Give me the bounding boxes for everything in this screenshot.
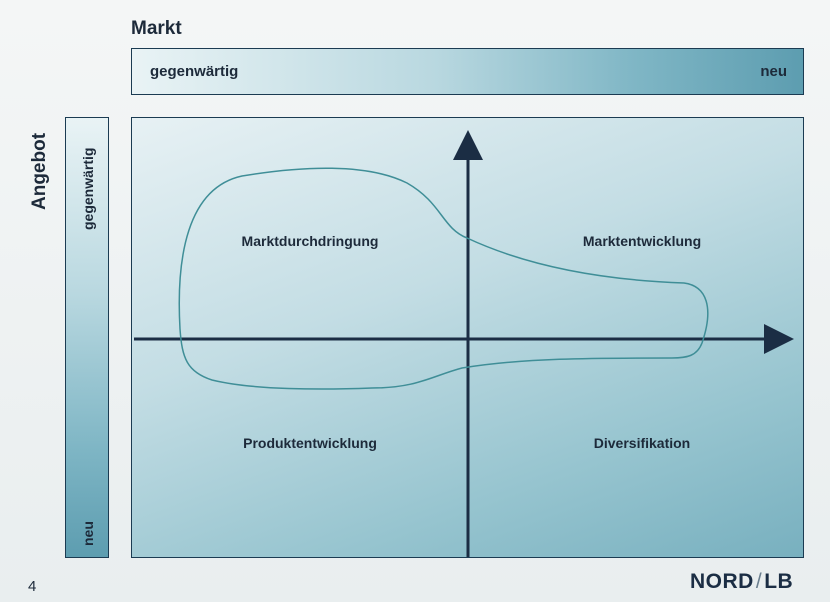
- offer-current-label: gegenwärtig: [80, 147, 96, 230]
- page-number: 4: [28, 578, 37, 595]
- logo-slash: /: [755, 570, 763, 593]
- quadrant-market-development: Marktentwicklung: [582, 233, 702, 249]
- market-axis-title: Markt: [131, 18, 182, 39]
- quadrant-market-penetration: Marktdurchdringung: [241, 233, 379, 249]
- nord-lb-logo: NORD/LB: [690, 570, 793, 594]
- market-scale-bar: gegenwärtig neu: [131, 48, 804, 95]
- market-current-label: gegenwärtig: [150, 63, 239, 80]
- logo-text-lb: LB: [764, 570, 794, 593]
- focus-area-outline: [178, 167, 709, 390]
- offer-axis-title: Angebot: [29, 132, 50, 210]
- offer-scale-bar: gegenwärtig neu: [65, 117, 109, 558]
- logo-text-nord: NORD: [690, 570, 754, 593]
- matrix-graphics: [134, 130, 794, 557]
- quadrant-product-development: Produktentwicklung: [243, 435, 377, 451]
- market-new-label: neu: [760, 63, 787, 80]
- offer-new-label: neu: [80, 521, 96, 546]
- ansoff-matrix: Marktdurchdringung Marktentwicklung Prod…: [131, 117, 804, 558]
- quadrant-diversification: Diversifikation: [593, 435, 691, 451]
